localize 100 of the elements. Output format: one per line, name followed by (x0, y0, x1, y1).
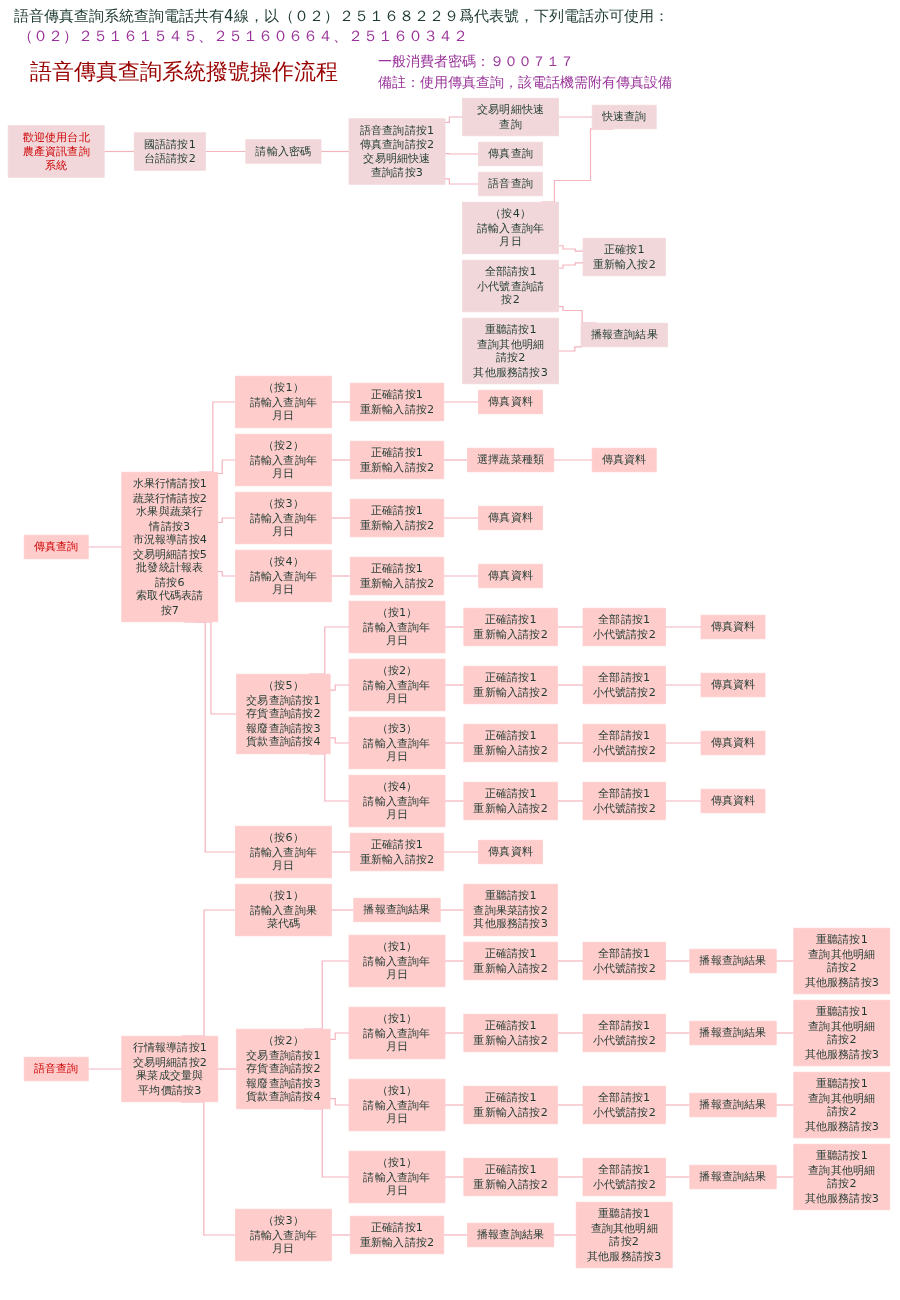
node-box: 正確請按1 重新輸入請按2 (349, 498, 445, 537)
node-box: 播報查詢結果 (689, 1020, 777, 1045)
node-box: （按1） 請輸入查詢年月日 (348, 934, 446, 987)
node-box: （按5） 交易查詢請按1 存貨查詢請按2 報廢查詢請按3 貨款查詢請按4 (236, 673, 331, 754)
node-box: 傳真資料 (591, 447, 657, 472)
connector (556, 1175, 584, 1178)
connector (444, 1175, 465, 1178)
connector (87, 545, 123, 548)
node-box: 正確請按1 重新輸入請按2 (463, 941, 558, 980)
connector (439, 908, 465, 911)
node-box: 傳真查詢 (478, 141, 543, 166)
connector (443, 400, 480, 403)
intro-text: 語音傳真查詢系統查詢電話共有4線，以（０２）２５１６８２２９爲代表號，下列電話亦可使用： (14, 7, 669, 25)
node-box: 語音查詢 (23, 1056, 89, 1081)
connector (664, 1031, 691, 1034)
node-box: 正確請按1 重新輸入請按2 (349, 1215, 445, 1254)
connector (553, 458, 593, 461)
node-box: 重聽請按1 查詢其他明細請按2 其他服務請按3 (462, 317, 559, 384)
connector (553, 1233, 577, 1236)
node-box: （按1） 請輸入查詢年月日 (235, 375, 332, 428)
connector (558, 115, 593, 118)
node-box: （按4） 請輸入查詢年月日 (348, 774, 446, 827)
connector (217, 1067, 238, 1070)
connector (664, 799, 702, 802)
connector (329, 1097, 350, 1106)
connector (320, 150, 350, 152)
node-box: 正確請按1 重新輸入請按2 (463, 781, 558, 820)
node-box: 全部請按1 小代號請按2 (582, 781, 666, 820)
connector (330, 1233, 351, 1236)
connector (664, 959, 691, 962)
node-box: 重聽請按1 查詢其他明細請按2 其他服務請按3 (793, 927, 891, 994)
node-box: 正確請按1 重新輸入請按2 (463, 723, 558, 762)
node-box: 國語請按1 台語請按2 (133, 131, 206, 171)
connector (443, 1233, 468, 1236)
node-box: 傳真資料 (478, 563, 543, 588)
connector (444, 177, 480, 185)
node-box: 全部請按1 小代號請按2 (582, 1157, 666, 1196)
connector (330, 908, 355, 911)
node-box: （按1） 請輸入查詢果菜代碼 (235, 883, 332, 936)
node-box: （按3） 請輸入查詢年月日 (235, 491, 332, 544)
node-box: 重聽請按1 查詢其他明細請按2 其他服務請按3 (575, 1201, 673, 1268)
connector (329, 736, 350, 744)
connector (775, 959, 795, 962)
node-box: 傳真資料 (478, 505, 543, 530)
node-box: 傳真資料 (700, 730, 766, 755)
node-box: 全部請按1 小代號查詢請按2 (462, 259, 559, 312)
connector (329, 683, 350, 691)
connector (444, 799, 465, 802)
node-box: 播報查詢結果 (689, 1092, 777, 1117)
node-box: 傳真資料 (700, 614, 766, 639)
node-box: 正確請按1 重新輸入請按2 (463, 607, 558, 646)
connector (204, 150, 247, 152)
node-box: 傳真資料 (700, 788, 766, 813)
connector (330, 400, 351, 403)
node-box: 全部請按1 小代號請按2 (582, 1085, 666, 1124)
password-note: 一般消費者密碼：９００７１７ (378, 51, 574, 71)
node-box: 全部請按1 小代號請按2 (582, 665, 666, 704)
connector (664, 1175, 691, 1178)
node-box: （按6） 請輸入查詢年月日 (235, 825, 332, 878)
node-box: （按2） 交易查詢請按1 存貨查詢請按2 報廢查詢請按3 貨款查詢請按4 (236, 1028, 331, 1109)
node-box: 正確請按1 重新輸入請按2 (349, 832, 445, 871)
connector (556, 799, 584, 802)
node-box: （按1） 請輸入查詢年月日 (348, 1150, 446, 1203)
connector (87, 1067, 123, 1070)
node-box: 請輸入密碼 (245, 138, 322, 164)
connector (444, 1031, 465, 1034)
node-box: （按2） 請輸入查詢年月日 (348, 658, 446, 711)
connector (558, 261, 584, 269)
connector (443, 516, 480, 519)
connector (664, 741, 702, 744)
node-box: （按1） 請輸入查詢年月日 (348, 1078, 446, 1131)
node-box: 正確按1 重新輸入按2 (582, 237, 666, 276)
connector (556, 959, 584, 962)
node-box: （按3） 請輸入查詢年月日 (235, 1208, 332, 1261)
node-box: 全部請按1 小代號請按2 (582, 607, 666, 646)
connector (330, 850, 351, 853)
node-box: （按1） 請輸入查詢年月日 (348, 1006, 446, 1059)
node-box: 正確請按1 重新輸入請按2 (463, 1157, 558, 1196)
connector (558, 345, 583, 352)
connector (556, 683, 584, 686)
connector (556, 625, 584, 628)
connector (775, 1175, 795, 1178)
node-box: 交易明細快速查詢 (462, 97, 559, 136)
node-box: 歡迎使用台北農產資訊查詢系統 (7, 124, 105, 178)
node-box: （按1） 請輸入查詢年月日 (348, 600, 446, 653)
connector (329, 1031, 350, 1040)
connector (217, 570, 236, 577)
connector (443, 574, 480, 577)
connector (444, 1103, 465, 1106)
connector (443, 850, 480, 853)
node-box: 重聽請按1 查詢果菜請按2 其他服務請按3 (463, 883, 558, 936)
node-box: 正確請按1 重新輸入請按2 (463, 665, 558, 704)
node-box: （按3） 請輸入查詢年月日 (348, 716, 446, 769)
node-box: （按4） 請輸入查詢年月日 (462, 201, 559, 254)
connector (558, 244, 584, 252)
node-box: 傳真資料 (478, 839, 543, 864)
node-box: 語音查詢請按1 傳真查詢請按2 交易明細快速查詢請按3 (348, 117, 446, 185)
node-box: （按4） 請輸入查詢年月日 (235, 549, 332, 602)
diagram-title: 語音傳真查詢系統撥號操作流程 (30, 57, 338, 86)
node-box: 正確請按1 重新輸入請按2 (349, 440, 445, 479)
